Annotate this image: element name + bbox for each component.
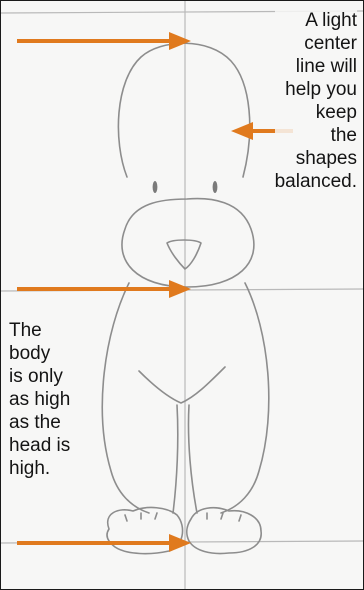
right-eye	[213, 181, 218, 193]
arrow-right-icon	[17, 534, 191, 552]
body-height-note: The body is only as high as the head is …	[9, 319, 70, 480]
arrow-right-icon	[17, 32, 191, 50]
center-line-note: A light center line will help you keep t…	[275, 9, 357, 193]
arrow-right-icon	[17, 280, 191, 298]
arm-crease	[139, 367, 225, 403]
leg-line-left	[173, 405, 178, 513]
body-left-side	[102, 283, 149, 513]
nose-outline	[167, 240, 201, 269]
right-toe-marks	[207, 513, 241, 521]
leg-line-right	[188, 405, 197, 513]
muzzle-outline	[122, 199, 254, 287]
left-toe-marks	[125, 513, 157, 521]
right-foot	[187, 508, 261, 554]
body-right-side	[221, 283, 269, 513]
left-eye	[153, 181, 158, 193]
head-outline	[118, 43, 249, 177]
